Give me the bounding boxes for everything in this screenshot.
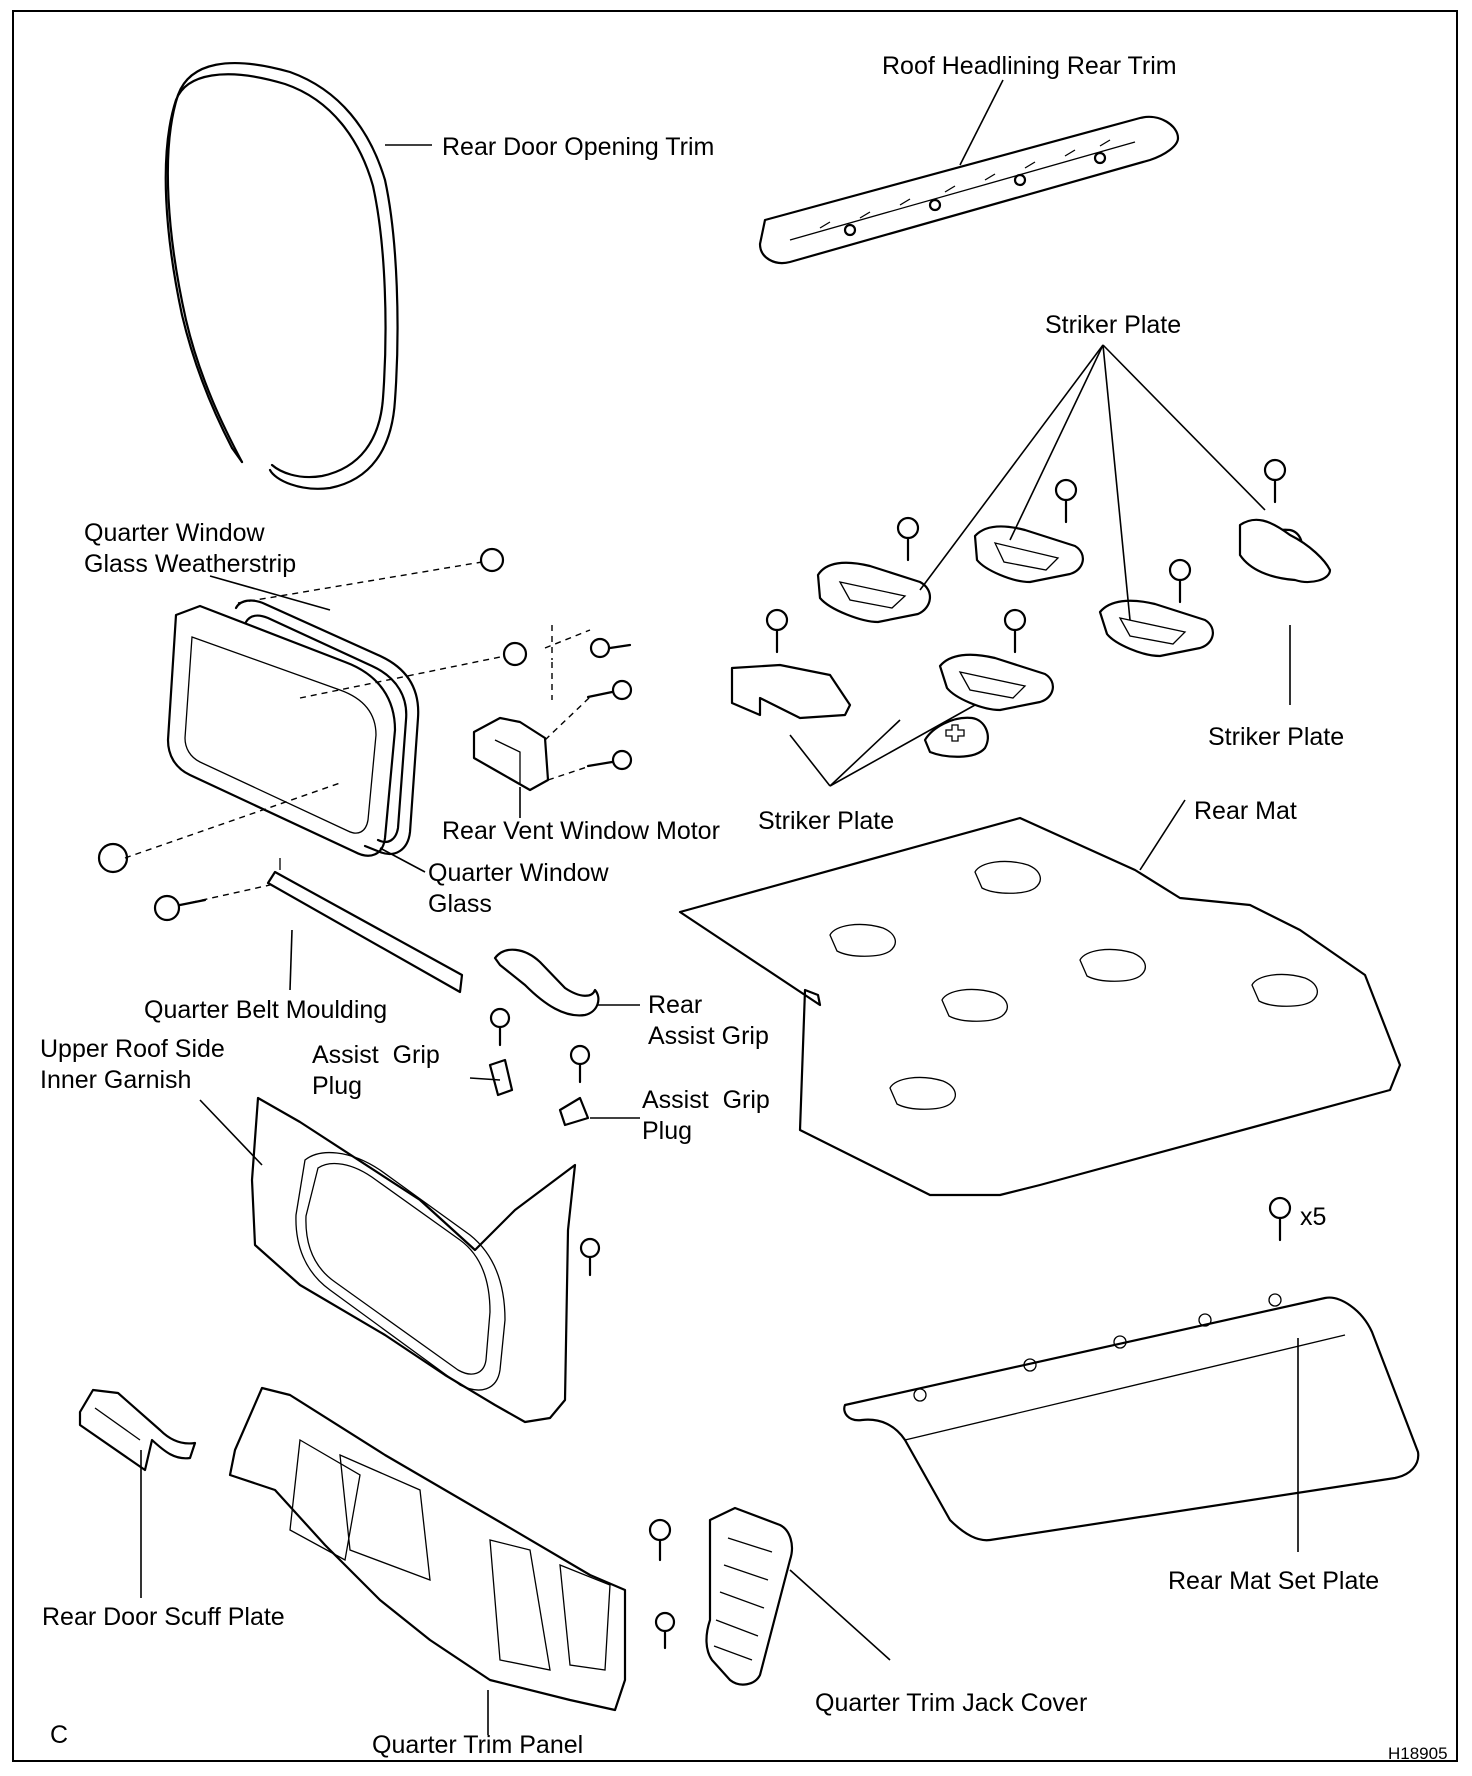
quarter-trim-panel-part <box>228 1386 676 1712</box>
label-quarter-belt-moulding: Quarter Belt Moulding <box>144 996 388 1024</box>
quarter-belt-moulding-part <box>266 858 464 994</box>
label-rear-mat: Rear Mat <box>1194 797 1297 825</box>
leader-lines <box>140 79 1299 1735</box>
diagram-frame <box>12 10 1458 1762</box>
rear-door-scuff-plate-part <box>78 1388 197 1472</box>
label-quarter-window-glass-weatherstrip: Quarter Window Glass Weatherstrip <box>84 519 297 578</box>
label-roof-headlining-rear-trim: Roof Headlining Rear Trim <box>882 52 1177 80</box>
label-assist-grip-plug-right: Assist Grip Plug <box>642 1086 770 1145</box>
fasteners-window <box>97 547 591 922</box>
label-rear-door-opening-trim: Rear Door Opening Trim <box>442 133 715 161</box>
label-rear-door-scuff-plate: Rear Door Scuff Plate <box>42 1603 285 1631</box>
label-rear-assist-grip: Rear Assist Grip <box>648 991 769 1050</box>
roof-headlining-rear-trim-part <box>758 115 1180 265</box>
label-quantity-x5: x5 <box>1300 1203 1327 1231</box>
quarter-trim-jack-cover-part <box>705 1506 794 1686</box>
label-upper-roof-side-inner-garnish: Upper Roof Side Inner Garnish <box>40 1035 225 1094</box>
label-quarter-trim-panel: Quarter Trim Panel <box>372 1731 584 1759</box>
label-striker-plate-right: Striker Plate <box>1208 723 1345 751</box>
rear-assist-grip-part <box>488 948 600 1127</box>
rear-vent-window-motor-part <box>472 637 633 792</box>
screws-striker <box>765 458 1287 654</box>
rear-mat-set-plate-part <box>843 1196 1420 1542</box>
striker-plates-part <box>730 518 1332 758</box>
label-quarter-trim-jack-cover: Quarter Trim Jack Cover <box>815 1689 1088 1717</box>
label-striker-plate-middle: Striker Plate <box>758 807 895 835</box>
upper-roof-side-inner-garnish-part <box>250 1096 601 1424</box>
label-figure-code: H18905 <box>1388 1744 1448 1763</box>
label-rear-vent-window-motor: Rear Vent Window Motor <box>442 817 720 845</box>
rear-mat-part <box>678 816 1402 1197</box>
label-quarter-window-glass: Quarter Window Glass <box>428 859 609 918</box>
label-striker-plate-top: Striker Plate <box>1045 311 1182 339</box>
label-rear-mat-set-plate: Rear Mat Set Plate <box>1168 1567 1380 1595</box>
label-assist-grip-plug-left: Assist Grip Plug <box>312 1041 440 1100</box>
rear-door-opening-trim-part <box>164 61 399 490</box>
label-corner-letter: C <box>50 1721 69 1749</box>
quarter-window-glass-part <box>166 604 397 857</box>
